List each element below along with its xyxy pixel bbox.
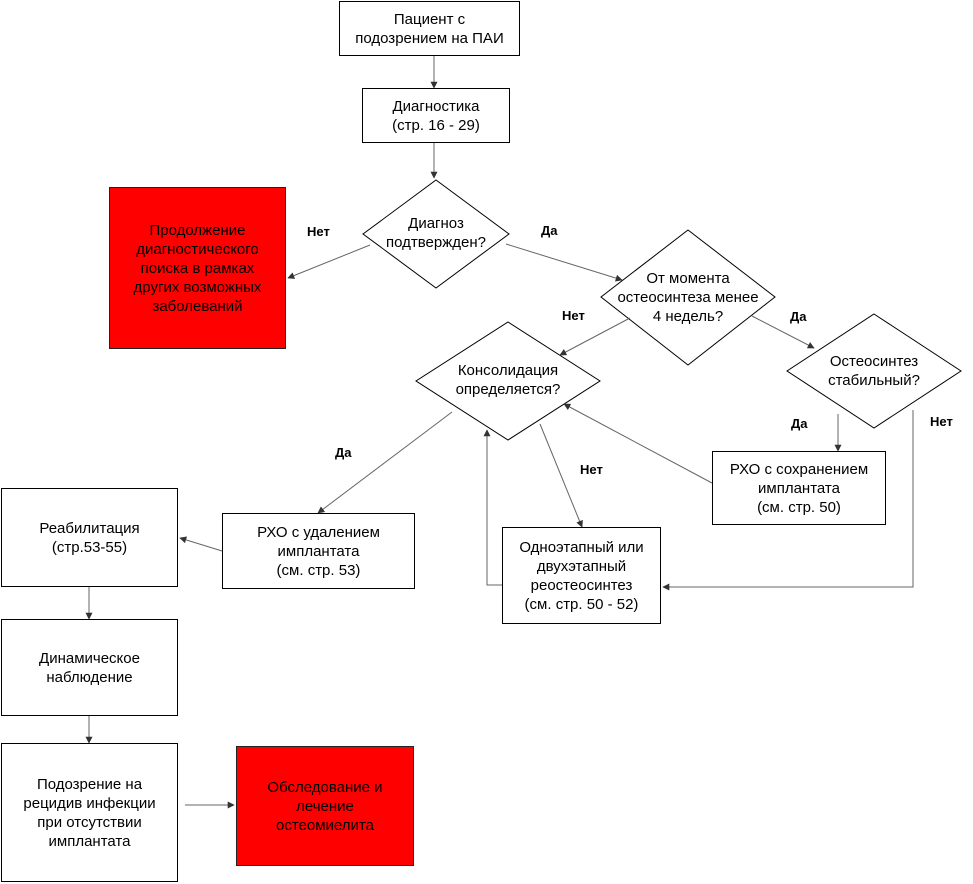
- rho-remove-node: РХО с удалением имплантата (см. стр. 53): [222, 513, 415, 589]
- decision-diamond-confirmed: [362, 179, 510, 289]
- exam-node: Обследование и лечение остеомиелита: [236, 746, 414, 866]
- decision-diamond-consolidation: [415, 321, 601, 441]
- label-stable-yes: Да: [791, 416, 808, 431]
- edge-confirmed-no: [287, 244, 371, 279]
- label-confirmed-yes: Да: [541, 223, 558, 238]
- consolidation-question: Консолидация определяется?: [455, 362, 561, 398]
- reosteo-node: Одноэтапный или двухэтапный реостеосинте…: [502, 527, 661, 624]
- label-consolidation-no: Нет: [580, 462, 603, 477]
- label-consolidation-yes: Да: [335, 445, 352, 460]
- diagnostics-node: Диагностика (стр. 16 - 29): [362, 88, 510, 143]
- since-osteo-question: От момента остеосинтеза менее 4 недель?: [617, 269, 759, 325]
- rho-keep-node: РХО с сохранением имплантата (см. стр. 5…: [712, 451, 886, 525]
- relapse-node: Подозрение на рецидив инфекции при отсут…: [1, 743, 178, 882]
- edge-rho-remove-rehab: [179, 536, 223, 552]
- edge-consolidation-yes: [317, 411, 453, 514]
- edge-confirmed-yes: [505, 243, 623, 282]
- label-stable-no: Нет: [930, 414, 953, 429]
- patient-node: Пациент с подозрением на ПАИ: [339, 1, 520, 56]
- label-confirmed-no: Нет: [307, 224, 330, 239]
- label-since-no: Нет: [562, 308, 585, 323]
- edge-since-no: [559, 317, 631, 356]
- label-since-yes: Да: [790, 309, 807, 324]
- edge-since-yes: [751, 315, 815, 349]
- stable-question: Остеосинтез стабильный?: [828, 353, 920, 389]
- confirmed-question: Диагноз подтвержден?: [386, 215, 486, 251]
- rehab-node: Реабилитация (стр.53-55): [1, 488, 178, 587]
- edge-consolidation-no: [539, 423, 583, 528]
- decision-diamond-since-osteo: [600, 229, 776, 366]
- edge-rho-keep-to-consolidation: [563, 403, 713, 484]
- edge-reosteo-to-consolidation: [483, 429, 502, 586]
- dynamic-node: Динамическое наблюдение: [1, 619, 178, 716]
- continue-search-node: Продолжение диагностического поиска в ра…: [109, 187, 286, 349]
- decision-diamond-stable: [786, 313, 962, 429]
- edge-stable-no: [662, 410, 914, 591]
